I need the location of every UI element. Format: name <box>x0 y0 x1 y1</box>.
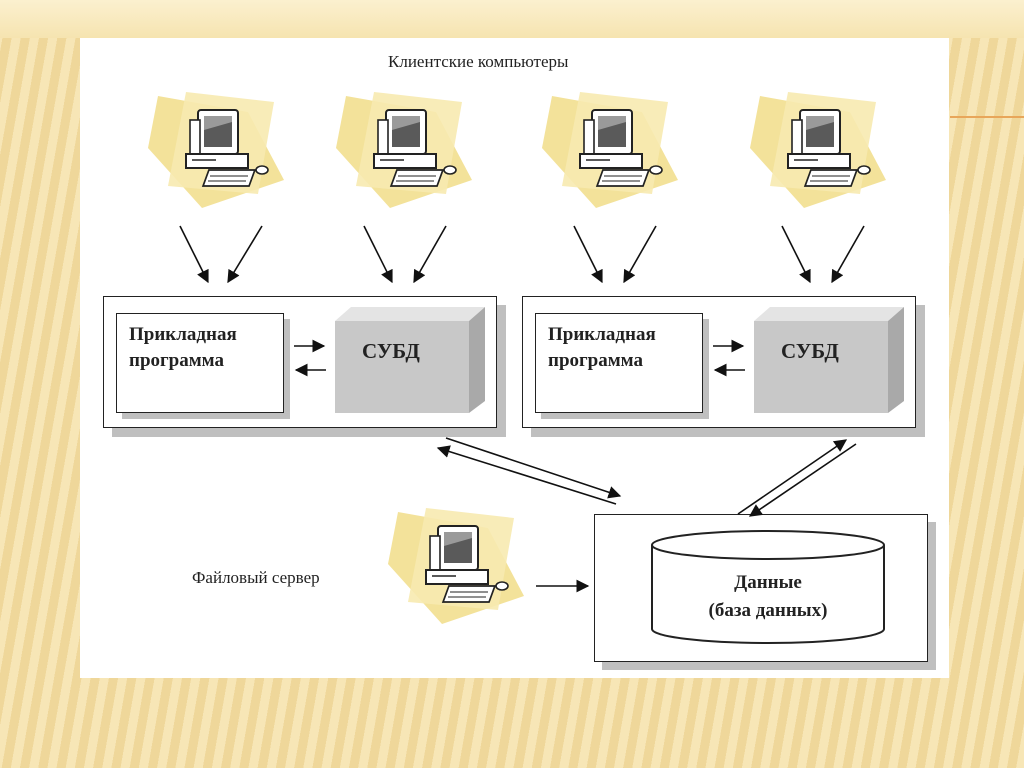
cube-icon <box>335 307 485 413</box>
accent-line <box>950 116 1024 118</box>
data-line2: (база данных) <box>708 600 828 621</box>
client-block-1: Прикладная программа СУБД <box>103 296 497 428</box>
client-computer-icon-1 <box>147 91 285 209</box>
arrow-icon <box>179 225 209 284</box>
arrow-icon <box>413 225 447 284</box>
arrow-icon <box>781 225 811 284</box>
data-line1: Данные <box>734 572 802 593</box>
file-server-label: Файловый сервер <box>192 568 320 587</box>
application-program-box-1: Прикладная программа <box>116 313 284 413</box>
clients-title: Клиентские компьютеры <box>388 52 569 71</box>
application-program-label-1: Прикладная программа <box>129 322 237 374</box>
client-computer-icon-3 <box>541 91 679 209</box>
arrow-icon <box>363 225 393 284</box>
arrow-icon <box>623 225 657 284</box>
top-band <box>0 0 1024 38</box>
database-cylinder-icon <box>651 530 885 644</box>
data-label: Данные (база данных) <box>650 569 886 625</box>
arrow-icon <box>737 439 848 515</box>
arrow-icon <box>445 437 622 499</box>
application-program-label-2: Прикладная программа <box>548 322 656 374</box>
file-server-computer-icon <box>387 507 525 625</box>
arrow-icon <box>227 225 263 284</box>
cube-icon <box>754 307 904 413</box>
diagram-slide: Клиентские компьютеры Прикладная програм… <box>80 38 949 678</box>
dbms-label-1: СУБД <box>362 339 420 363</box>
client-block-2: Прикладная программа СУБД <box>522 296 916 428</box>
dbms-label-2: СУБД <box>781 339 839 363</box>
arrow-icon <box>436 445 617 505</box>
program-line2: программа <box>548 350 643 371</box>
program-line1: Прикладная <box>548 324 656 345</box>
arrow-icon <box>573 225 603 284</box>
program-line2: программа <box>129 350 224 371</box>
application-program-box-2: Прикладная программа <box>535 313 703 413</box>
data-storage-block: Данные (база данных) <box>594 514 928 662</box>
program-line1: Прикладная <box>129 324 237 345</box>
arrow-icon <box>831 225 865 284</box>
client-computer-icon-4 <box>749 91 887 209</box>
client-computer-icon-2 <box>335 91 473 209</box>
arrow-icon <box>748 443 857 517</box>
